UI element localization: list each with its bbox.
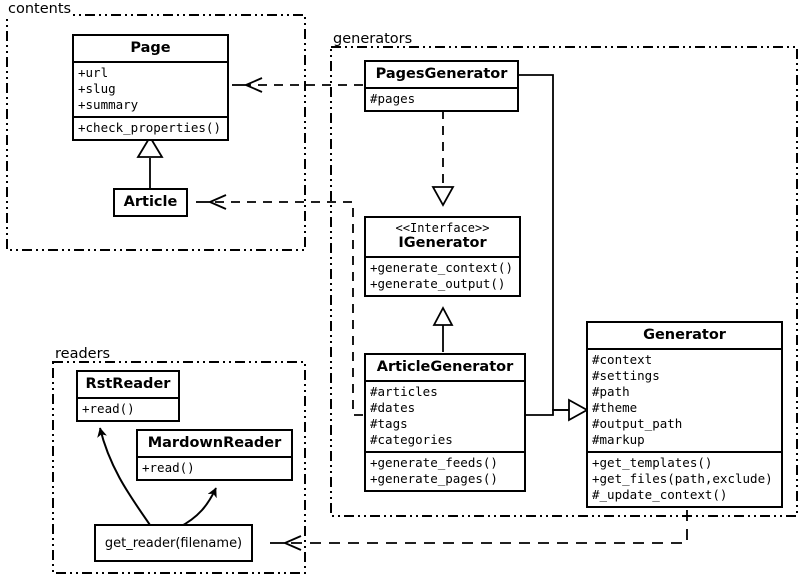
class-page-method: +check_properties()	[78, 120, 221, 135]
class-generator-method: +get_files(path,exclude)	[592, 471, 773, 486]
class-mardownreader-methods: +read()	[138, 456, 291, 479]
class-articlegenerator-attributes: #articles #dates #tags #categories	[366, 380, 524, 451]
class-generator-attribute: #settings	[592, 368, 660, 383]
class-articlegenerator-methods: +generate_feeds() +generate_pages()	[366, 451, 524, 490]
class-generator[interactable]: Generator #context #settings #path #them…	[586, 321, 783, 508]
class-generator-methods: +get_templates() +get_files(path,exclude…	[588, 451, 781, 506]
class-rstreader-methods: +read()	[78, 397, 178, 420]
class-articlegenerator-attribute: #dates	[370, 400, 416, 415]
class-rstreader-method: +read()	[82, 401, 135, 416]
class-articlegenerator[interactable]: ArticleGenerator #articles #dates #tags …	[364, 353, 526, 492]
class-articlegenerator-attribute: #categories	[370, 432, 453, 447]
class-pagesgenerator-name: PagesGenerator	[375, 66, 508, 82]
class-pagesgenerator-attribute: #pages	[370, 91, 416, 106]
class-page-name: Page	[130, 40, 171, 56]
function-get-reader[interactable]: get_reader(filename)	[94, 524, 253, 562]
class-igenerator-name: IGenerator	[398, 235, 487, 251]
package-contents-label: contents	[6, 1, 74, 17]
package-readers-label: readers	[53, 346, 113, 362]
function-get-reader-label: get_reader(filename)	[104, 535, 243, 551]
class-article-name: Article	[123, 194, 178, 210]
class-generator-attribute: #path	[592, 384, 630, 399]
class-articlegenerator-name: ArticleGenerator	[376, 359, 514, 375]
class-page-methods: +check_properties()	[74, 116, 227, 139]
class-igenerator-method: +generate_output()	[370, 276, 506, 291]
class-articlegenerator-attribute: #tags	[370, 416, 408, 431]
class-mardownreader-method: +read()	[142, 460, 195, 475]
class-articlegenerator-method: +generate_feeds()	[370, 455, 498, 470]
class-igenerator-stereotype: <<Interface>>	[395, 221, 490, 235]
class-generator-attribute: #theme	[592, 400, 638, 415]
class-rstreader-name: RstReader	[85, 376, 171, 392]
class-generator-attributes: #context #settings #path #theme #output_…	[588, 348, 781, 451]
class-mardownreader[interactable]: MardownReader +read()	[136, 429, 293, 481]
class-articlegenerator-attribute: #articles	[370, 384, 438, 399]
class-generator-attribute: #markup	[592, 432, 645, 447]
class-generator-name: Generator	[643, 327, 726, 343]
class-generator-method: #_update_context()	[592, 487, 728, 502]
class-igenerator[interactable]: <<Interface>> IGenerator +generate_conte…	[364, 216, 521, 297]
class-page-attribute: +url	[78, 65, 109, 80]
class-rstreader[interactable]: RstReader +read()	[76, 370, 180, 422]
class-pagesgenerator[interactable]: PagesGenerator #pages	[364, 60, 519, 112]
class-mardownreader-name: MardownReader	[147, 435, 282, 451]
class-pagesgenerator-attributes: #pages	[366, 87, 517, 110]
class-generator-attribute: #output_path	[592, 416, 683, 431]
class-page-attribute: +slug	[78, 81, 116, 96]
class-igenerator-methods: +generate_context() +generate_output()	[366, 256, 519, 295]
class-page[interactable]: Page +url +slug +summary +check_properti…	[72, 34, 229, 141]
package-generators-label: generators	[331, 31, 415, 47]
class-page-attributes: +url +slug +summary	[74, 61, 227, 116]
class-article[interactable]: Article	[113, 188, 188, 217]
class-generator-method: +get_templates()	[592, 455, 713, 470]
class-igenerator-method: +generate_context()	[370, 260, 513, 275]
class-articlegenerator-method: +generate_pages()	[370, 471, 498, 486]
class-generator-attribute: #context	[592, 352, 653, 367]
class-page-attribute: +summary	[78, 97, 139, 112]
